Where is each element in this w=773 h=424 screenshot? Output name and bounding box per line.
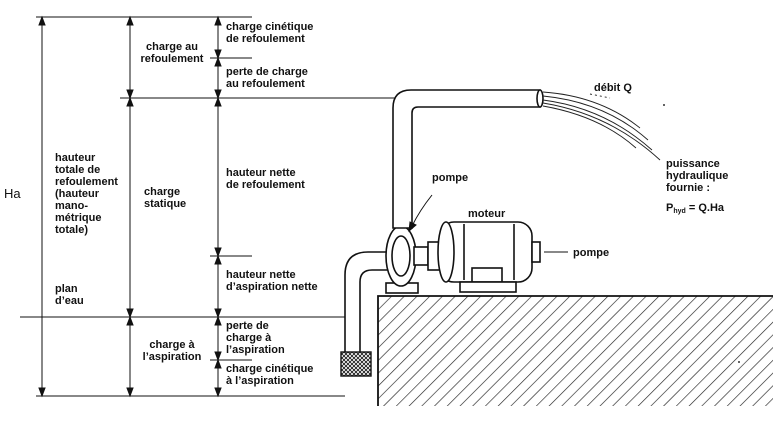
formula-p: P (666, 202, 674, 214)
water-jet (542, 91, 661, 161)
charge-refoulement-label: charge au refoulement (140, 41, 204, 65)
ha-label: Ha (4, 186, 21, 201)
dots (663, 104, 740, 363)
formula-sub: hyd (673, 208, 686, 215)
charge-aspiration-label: charge à l’aspiration (142, 339, 202, 363)
hauteur-nette-aspiration-label: hauteur nette d’aspiration nette (226, 269, 318, 293)
dimension-arrows (38, 15, 222, 398)
plan-eau-label: plan d’eau (55, 283, 84, 307)
pompe-label-right: pompe (573, 247, 610, 259)
charge-cinetique-refoulement-label: charge cinétique de refoulement (226, 21, 314, 45)
debit-label: débit Q (594, 82, 632, 94)
perte-charge-refoulement-label: perte de charge au refoulement (226, 66, 308, 90)
hauteur-totale-label: hauteur totale de refoulement (hauteur m… (55, 152, 118, 236)
moteur-label: moteur (468, 208, 506, 220)
delivery-pipe (392, 89, 544, 229)
ground-block (377, 295, 773, 406)
leader-lines (408, 194, 568, 253)
strainer (340, 351, 372, 377)
motor (437, 221, 541, 293)
formula-rest: = Q.Ha (685, 202, 725, 214)
charge-statique-label: charge statique (144, 186, 187, 210)
formula: Phyd = Q.Ha (666, 202, 724, 218)
charge-cinetique-aspiration-label: charge cinétique à l’aspiration (226, 363, 314, 387)
pompe-label-top: pompe (432, 172, 469, 184)
perte-charge-aspiration-label: perte de charge à l’aspiration (226, 320, 285, 356)
suction-pipe (340, 251, 393, 377)
pump-body (385, 225, 441, 294)
puissance-label: puissance hydraulique fournie : (666, 158, 729, 194)
hauteur-nette-refoulement-label: hauteur nette de refoulement (226, 167, 305, 191)
reference-lines (20, 16, 400, 397)
